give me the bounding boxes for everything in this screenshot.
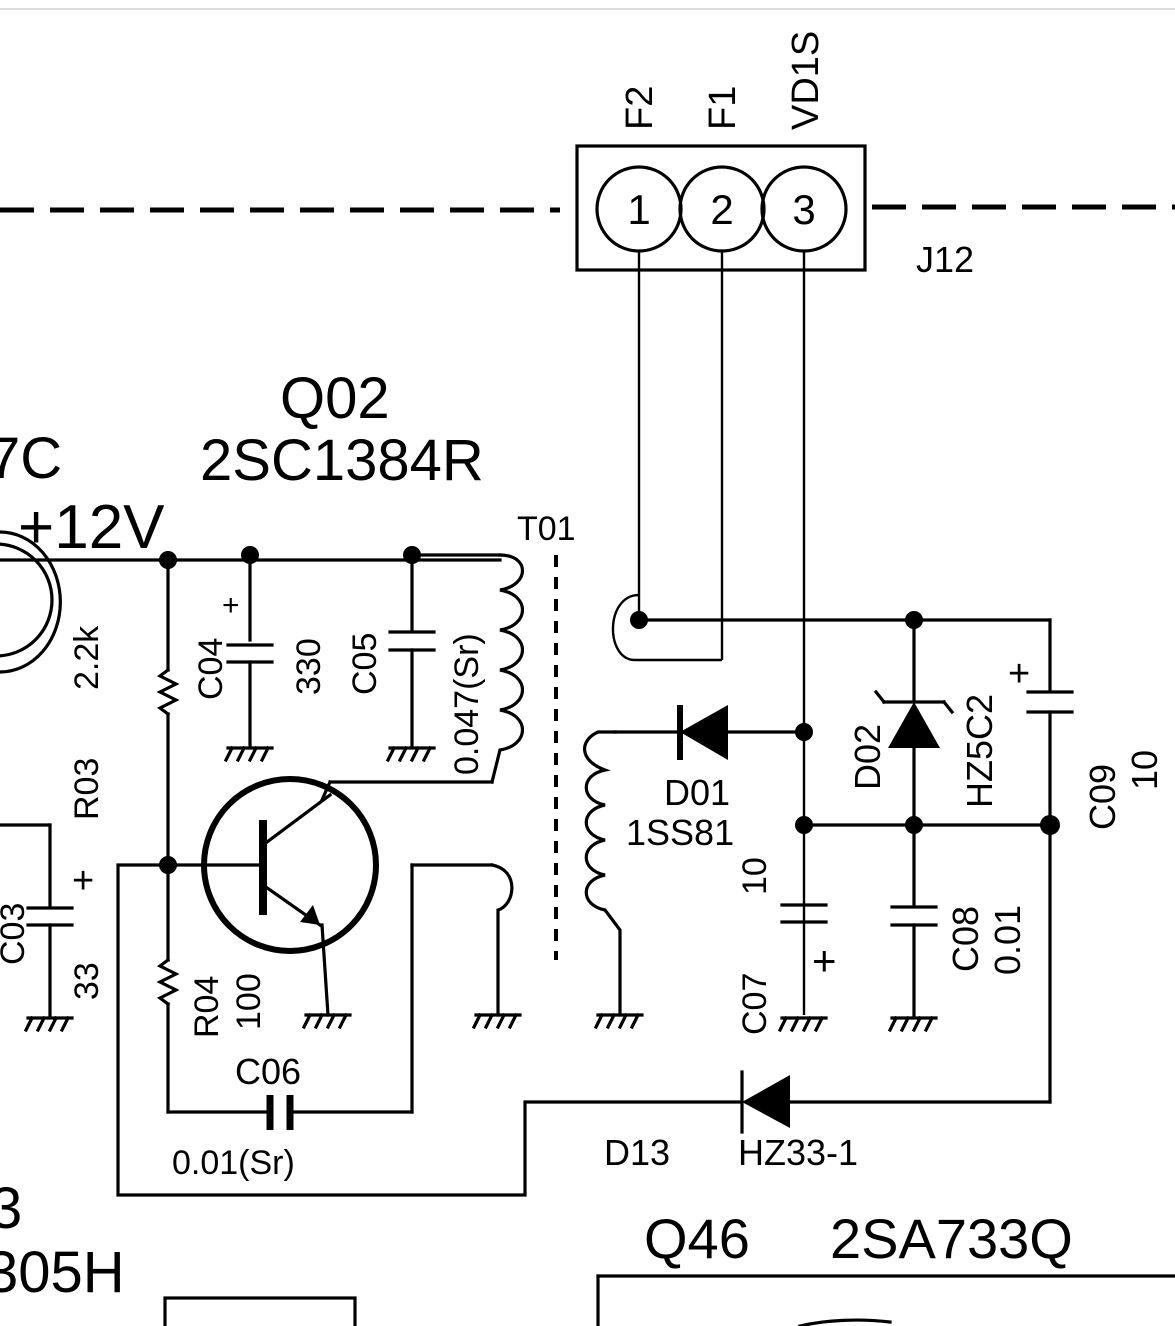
transistor-q02 <box>166 776 379 1030</box>
c04-ref-label: C04 <box>192 638 230 700</box>
connector-ref-label: J12 <box>916 239 974 280</box>
feedback-loop-wire <box>116 863 742 1197</box>
pin-1-signal-label: F2 <box>619 86 661 130</box>
c03-polarity: + <box>72 860 94 902</box>
r04-value-label: 100 <box>230 973 268 1030</box>
pin-1-number: 1 <box>627 186 650 233</box>
c04-polarity: + <box>222 589 240 622</box>
resistor-r04: R04 100 <box>156 863 268 1114</box>
resistor-r03: R03 2.2k <box>68 558 180 867</box>
c05-value-label: 0.047(Sr) <box>448 633 486 775</box>
zener-diode-d13: D13 HZ33-1 <box>604 1070 1052 1173</box>
transformer-t01-secondary <box>583 730 682 1030</box>
c05-ref-label: C05 <box>346 633 384 695</box>
d02-part-label: HZ5C2 <box>959 694 1000 808</box>
partial-left-device <box>0 530 62 674</box>
d13-ref-label: D13 <box>604 1132 670 1173</box>
c09-value-label: 10 <box>1124 750 1165 790</box>
q02-ref-label: Q02 <box>280 366 390 431</box>
q46-part-label: 2SA733Q <box>830 1207 1073 1270</box>
ground-symbol <box>301 1012 352 1030</box>
capacitor-c06: C06 0.01(Sr) <box>166 863 494 1182</box>
c08-value-label: 0.01 <box>987 905 1028 975</box>
d01-part-label: 1SS81 <box>626 812 734 853</box>
capacitor-c09: + C09 10 <box>1008 618 1165 1104</box>
c09-polarity: + <box>1008 653 1030 695</box>
diode-d01: D01 1SS81 <box>626 705 806 853</box>
connector-j12: 1 2 3 J12 F2 F1 VD1S <box>575 31 974 280</box>
transformer-t01-primary <box>319 553 525 803</box>
partial-left-circle <box>0 542 54 658</box>
c09-ref-label: C09 <box>1082 764 1123 830</box>
capacitor-c08: C08 0.01 <box>887 823 1028 1033</box>
bottom-left-ic-outline <box>163 1296 357 1326</box>
capacitor-c07: + C07 10 <box>736 857 837 1035</box>
pin-3-number: 3 <box>792 186 815 233</box>
ground-symbol <box>777 1015 828 1033</box>
c07-value-label: 10 <box>736 857 774 895</box>
ground-symbol <box>471 1012 522 1030</box>
c08-ref-label: C08 <box>945 906 986 972</box>
zener-diode-d02: D02 HZ5C2 <box>847 618 1000 827</box>
capacitor-c03: + C03 33 <box>0 823 106 1033</box>
q02-part-label: 2SC1384R <box>200 428 484 493</box>
capacitor-c04: + C04 330 <box>192 553 328 763</box>
d01-ref-label: D01 <box>664 772 730 813</box>
r04-ref-label: R04 <box>188 976 226 1038</box>
partial-left-label: 7C <box>0 426 62 491</box>
ground-symbol <box>223 745 274 763</box>
c06-ref-label: C06 <box>235 1051 301 1092</box>
c06-value-label: 0.01(Sr) <box>172 1144 295 1182</box>
d13-part-label: HZ33-1 <box>738 1132 858 1173</box>
capacitor-c05: C05 0.047(Sr) <box>346 553 486 775</box>
c07-ref-label: C07 <box>736 973 774 1035</box>
ground-symbol <box>593 1012 644 1030</box>
ground-symbol <box>23 1015 74 1033</box>
bottom-left-label-2: 305H <box>0 1240 125 1305</box>
r03-ref-label: R03 <box>68 758 106 820</box>
feedback-winding <box>471 863 522 1030</box>
board-boundary <box>0 204 1175 213</box>
c03-ref-label: C03 <box>0 903 32 965</box>
pin-2-signal-label: F1 <box>702 86 744 130</box>
bottom-left-label-1: 3 <box>0 1176 22 1241</box>
connector-wires <box>611 251 1052 1015</box>
pin-3-signal-label: VD1S <box>785 31 827 130</box>
c07-polarity: + <box>812 937 837 984</box>
pin-2-number: 2 <box>710 186 733 233</box>
ground-symbol <box>385 745 436 763</box>
c03-value-label: 33 <box>68 962 106 1000</box>
ground-symbol <box>887 1015 938 1033</box>
r03-value-label: 2.2k <box>68 625 106 690</box>
d02-ref-label: D02 <box>847 724 888 790</box>
q46-outline <box>596 1274 1175 1326</box>
q46-ref-label: Q46 <box>644 1207 750 1270</box>
transformer-ref-label: T01 <box>517 510 576 548</box>
c04-value-label: 330 <box>290 638 328 695</box>
